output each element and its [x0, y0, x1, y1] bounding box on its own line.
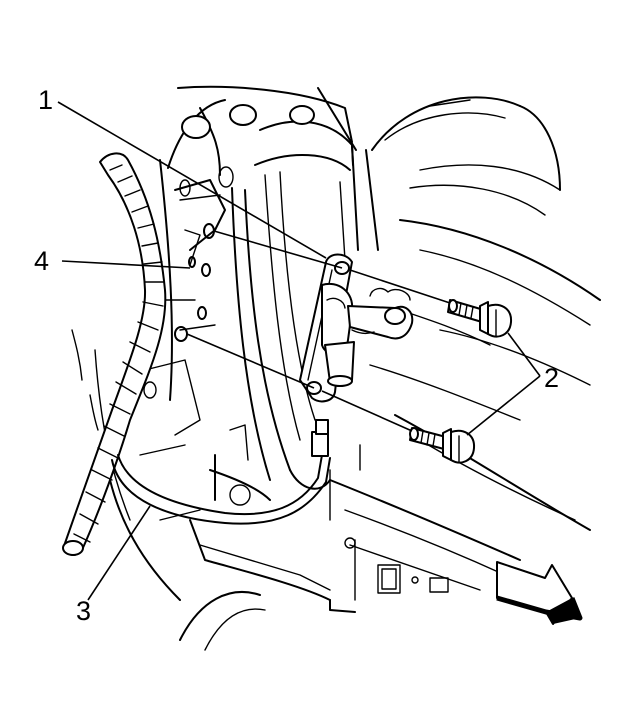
jamb-switch [299, 253, 414, 403]
panel-plugs [179, 104, 315, 197]
wire-harness-3 [111, 419, 331, 525]
callout-3: 3 [76, 596, 91, 626]
callout-1: 1 [38, 85, 53, 115]
panel-cutouts [344, 537, 449, 594]
bolt-lower [409, 427, 476, 464]
leader-1 [57, 101, 327, 259]
alignment-lines [186, 230, 451, 432]
callout-leaders [57, 101, 541, 601]
bolt-upper [447, 299, 513, 338]
leader-2b [466, 375, 541, 436]
leader-3 [87, 505, 151, 601]
forward-arrow-icon [496, 561, 583, 625]
leader-4 [61, 260, 191, 269]
callout-2: 2 [544, 363, 559, 393]
leader-2a [507, 332, 541, 377]
wiring-harness [62, 152, 167, 556]
callout-4: 4 [34, 246, 49, 276]
body-panel-outline [71, 85, 601, 651]
